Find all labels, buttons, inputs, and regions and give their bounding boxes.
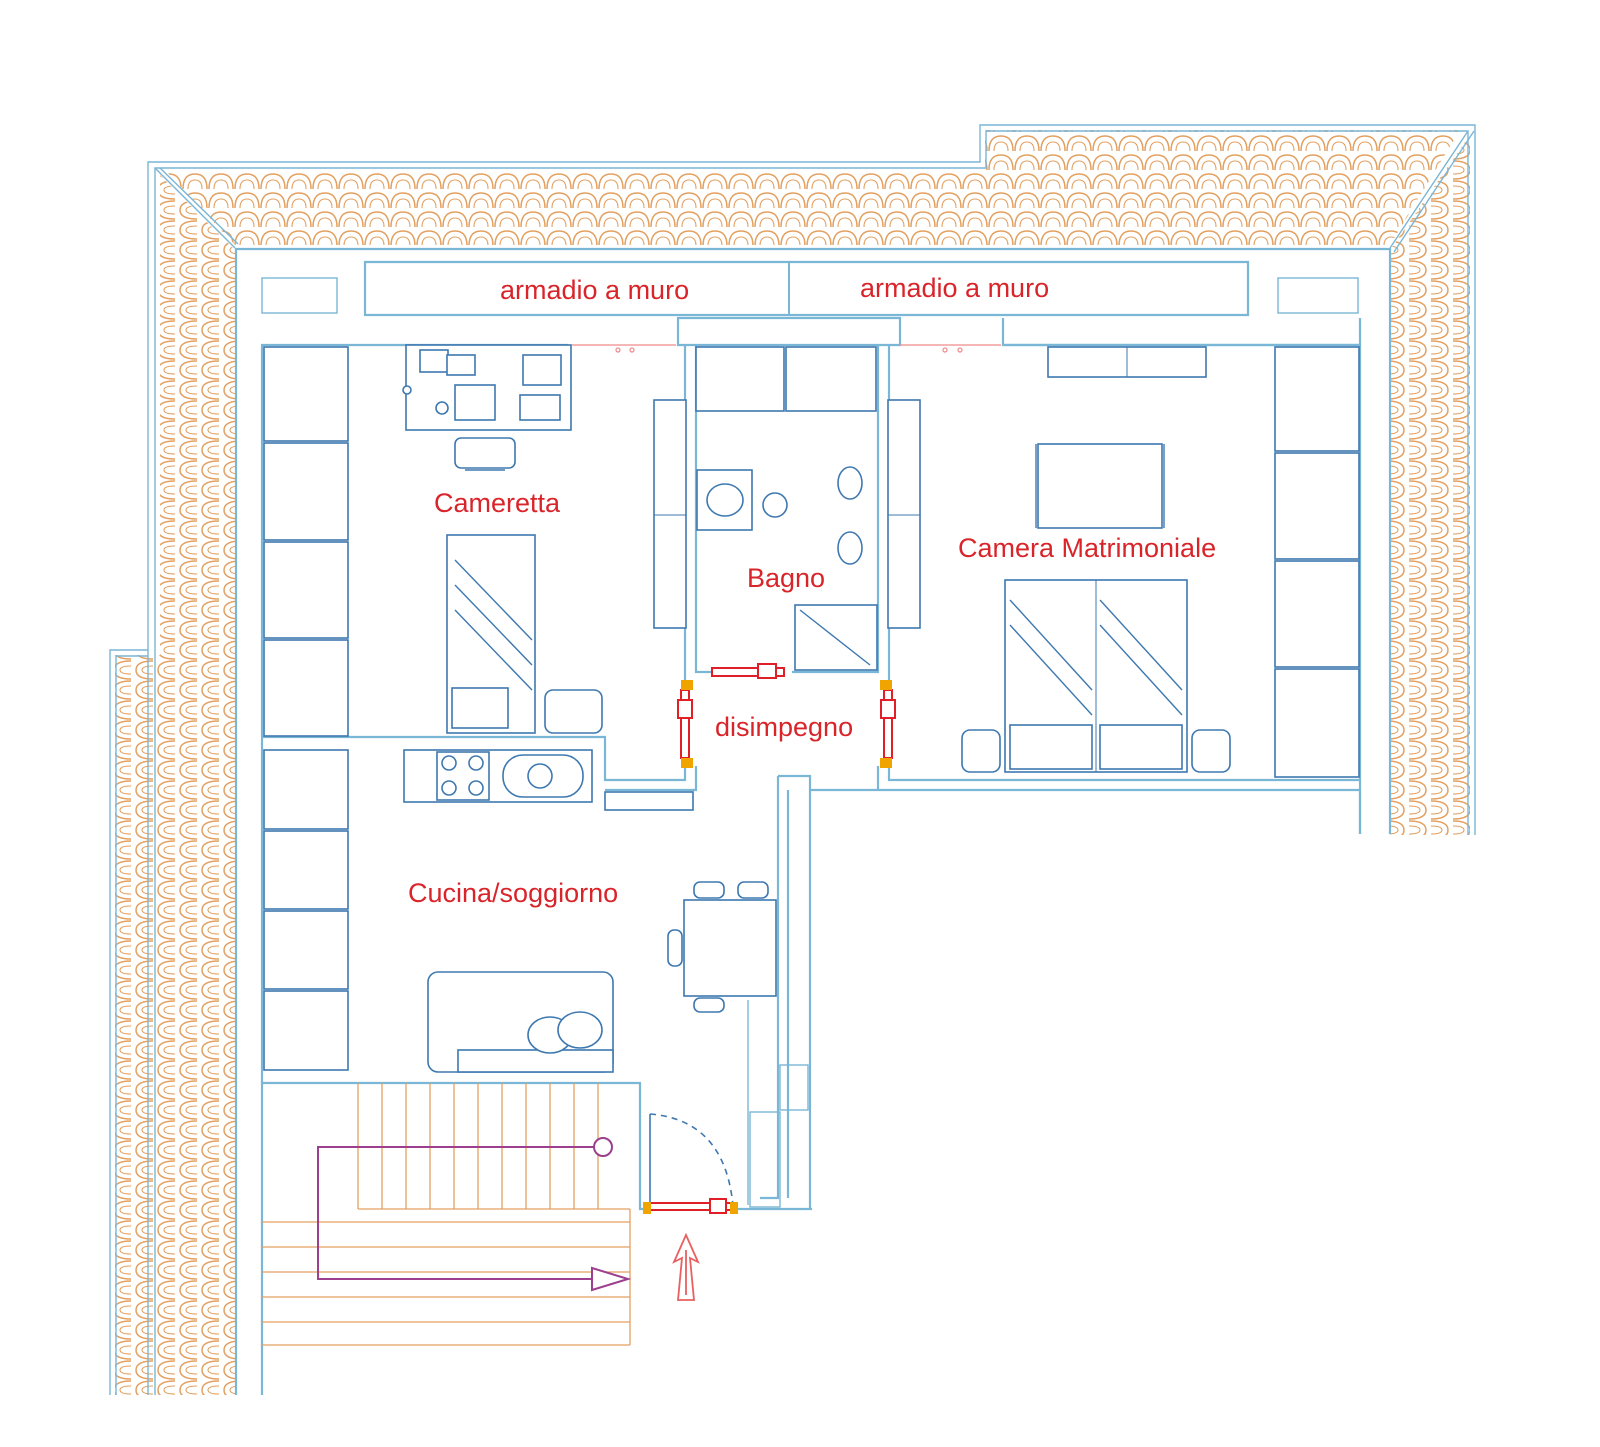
desk [402, 344, 572, 471]
label-bagno: Bagno [747, 563, 825, 593]
kitchen-counter [403, 749, 694, 811]
label-camera: Camera Matrimoniale [958, 533, 1216, 563]
room-labels: armadio a muro armadio a muro Cameretta … [408, 273, 1216, 908]
label-cameretta: Cameretta [434, 488, 561, 518]
label-cucina: Cucina/soggiorno [408, 878, 618, 908]
entry-arrow-icon [672, 1232, 700, 1301]
bathroom-fixtures [653, 346, 921, 671]
dining-table [667, 881, 777, 1013]
left-wardrobes [263, 346, 349, 1071]
doors [643, 663, 896, 1214]
stairs [262, 1083, 632, 1346]
label-wardrobe-left: armadio a muro [500, 275, 689, 305]
label-wardrobe-right: armadio a muro [860, 273, 1049, 303]
bathroom-door [711, 663, 785, 679]
furniture [263, 344, 1360, 1073]
entry-door [643, 1113, 738, 1214]
sofa [427, 971, 614, 1073]
label-disimpegno: disimpegno [715, 712, 853, 742]
right-wardrobes [1274, 346, 1360, 778]
stair-direction-arrow [317, 1137, 632, 1292]
bedroom-door [880, 680, 896, 768]
wardrobe-door-marks [572, 344, 1001, 353]
cameretta-door [677, 680, 693, 768]
double-bed [961, 346, 1231, 773]
roof-outline [109, 124, 1476, 1395]
single-bed [446, 534, 603, 734]
